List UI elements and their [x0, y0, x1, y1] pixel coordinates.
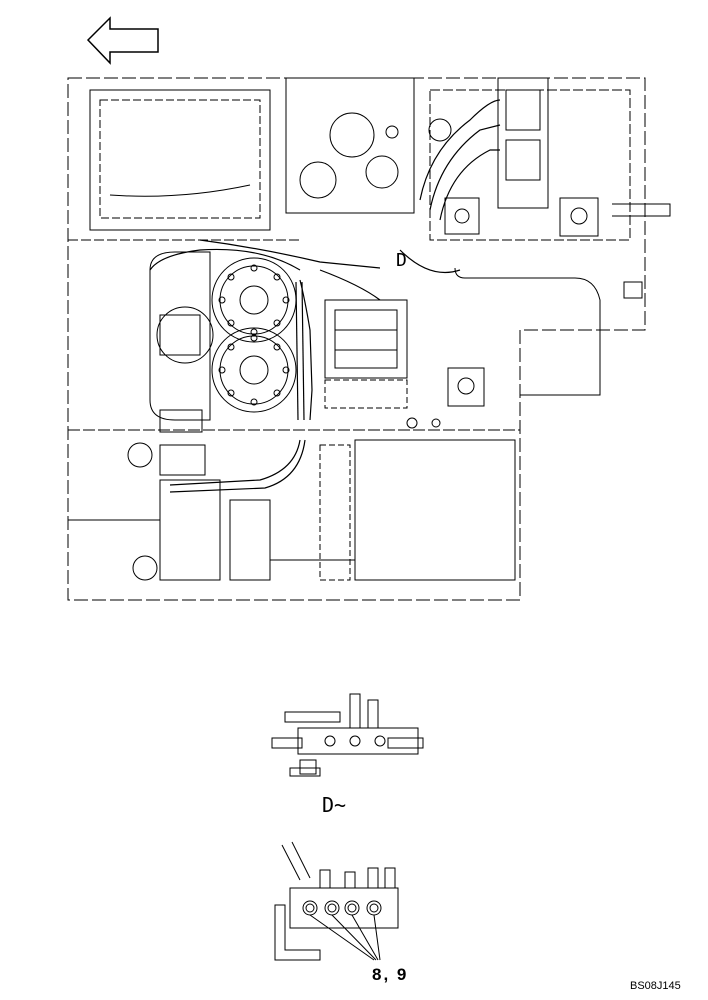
drawing-code-label: BS08J145 — [630, 980, 681, 992]
swing-motor-lower — [211, 327, 297, 413]
part-numbers-label: 8, 9 — [372, 965, 409, 984]
swing-motor-upper — [211, 257, 297, 343]
machine-frame-plan — [67, 77, 671, 601]
hydraulic-hoses — [149, 99, 501, 493]
section-title-label: D~ — [322, 793, 347, 817]
center-swivel — [149, 251, 214, 433]
manifold-fittings-8-9 — [274, 841, 399, 961]
control-valve — [324, 299, 408, 409]
lower-frame — [68, 417, 520, 581]
view-marker-label: D — [396, 250, 407, 271]
manifold-detail-d — [271, 693, 424, 777]
direction-arrow-icon — [86, 16, 159, 65]
